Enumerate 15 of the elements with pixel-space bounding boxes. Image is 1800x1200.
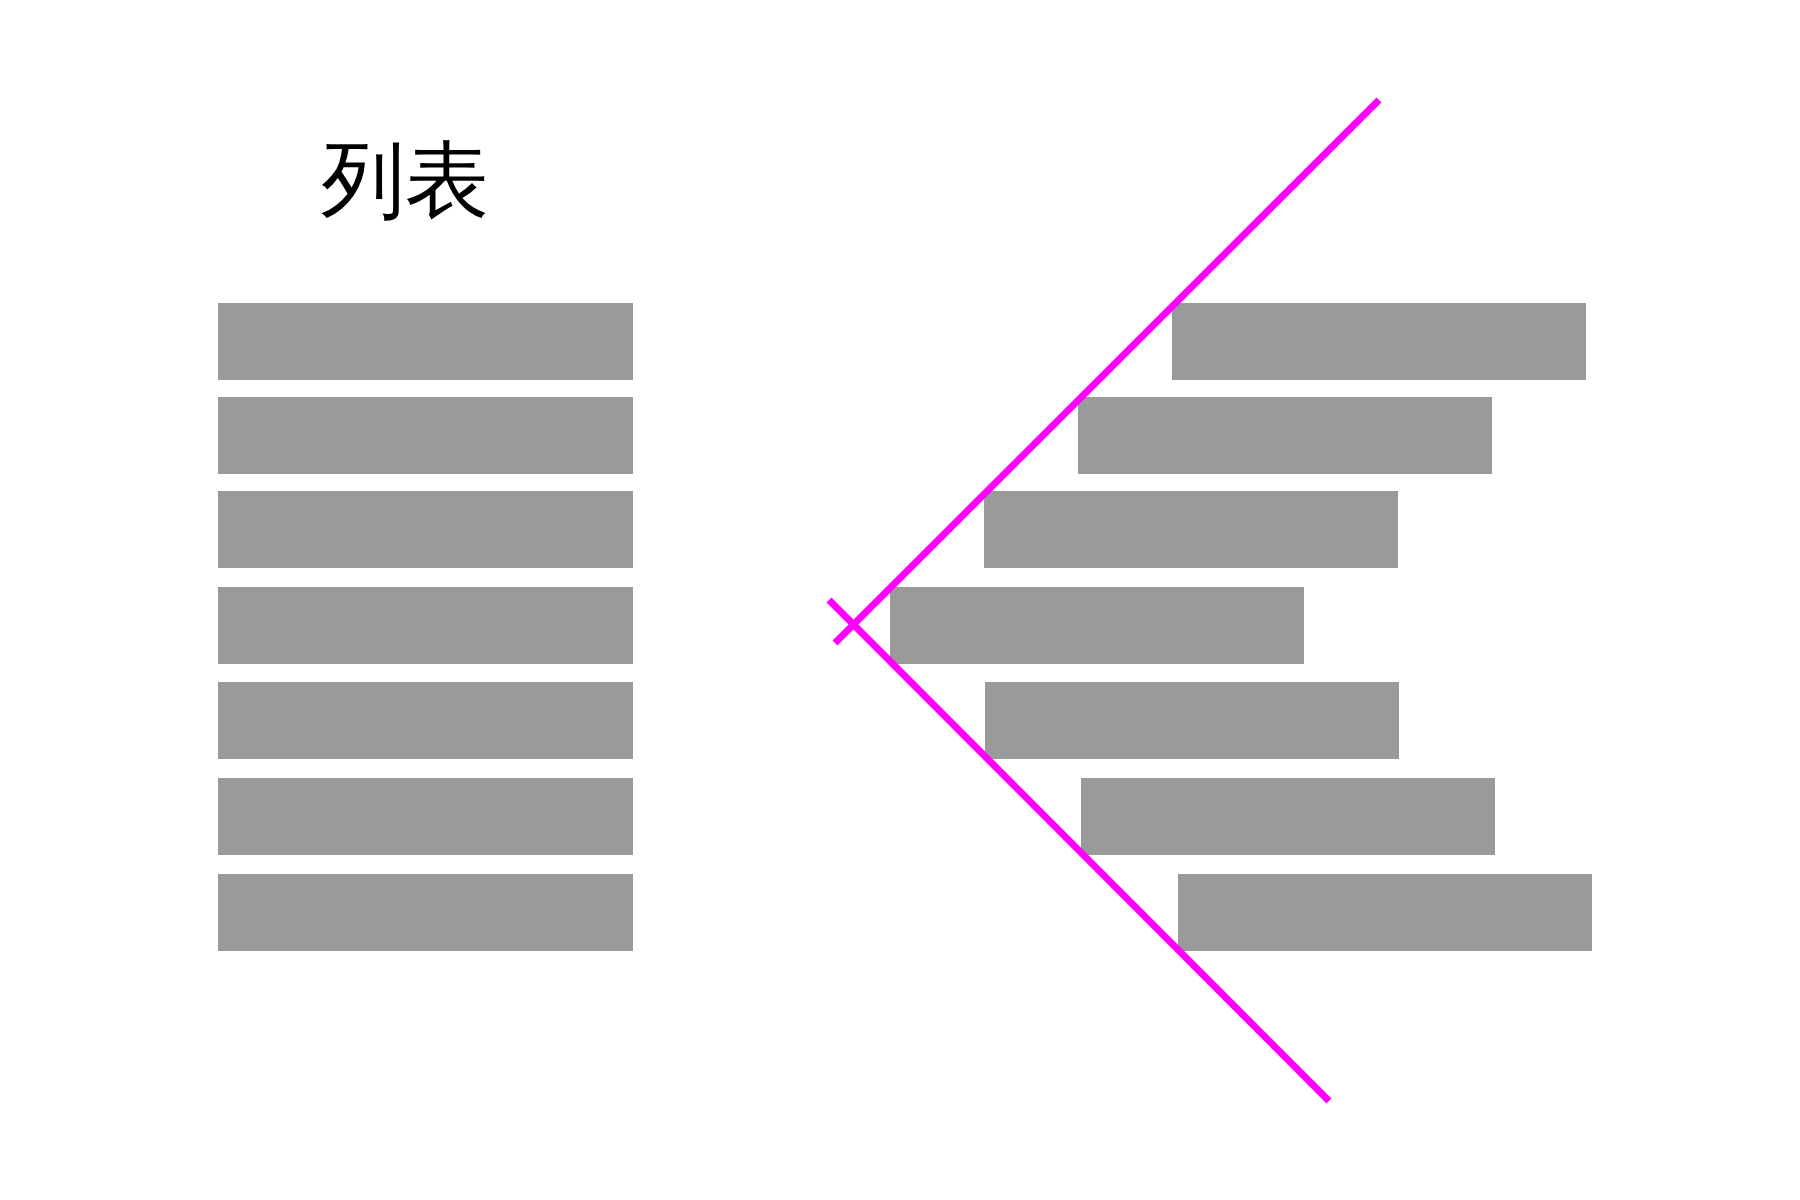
bar — [1078, 397, 1492, 474]
bar — [984, 491, 1398, 568]
bar — [218, 778, 633, 855]
bar — [218, 682, 633, 759]
bar — [1178, 874, 1592, 951]
bar — [218, 303, 633, 380]
bar — [218, 874, 633, 951]
bar — [218, 397, 633, 474]
bar — [218, 587, 633, 664]
title: 列表 — [320, 130, 490, 230]
bar — [1172, 303, 1586, 380]
bar — [218, 491, 633, 568]
bar — [985, 682, 1399, 759]
bar — [890, 587, 1304, 664]
bar — [1081, 778, 1495, 855]
